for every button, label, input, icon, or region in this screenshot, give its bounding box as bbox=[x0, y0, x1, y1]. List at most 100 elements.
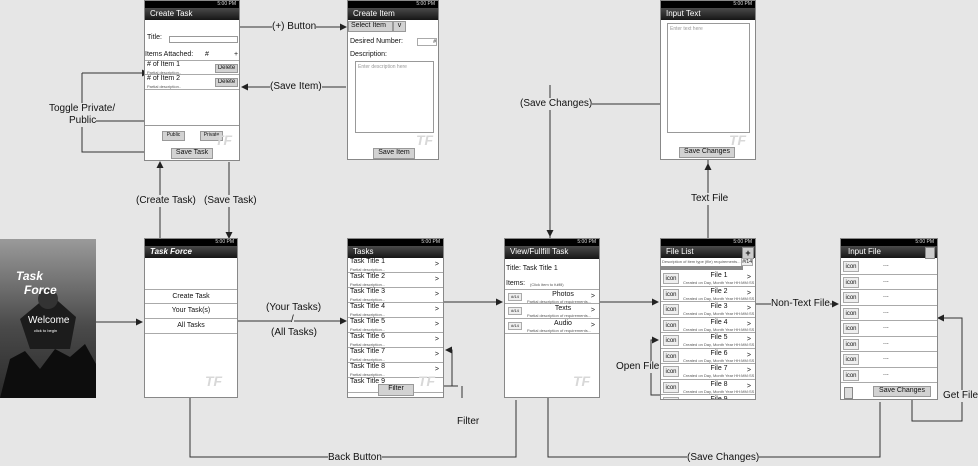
file-name: File 5 bbox=[710, 334, 728, 341]
delete-button[interactable]: Delete bbox=[215, 64, 238, 73]
label-save-task: (Save Task) bbox=[204, 195, 257, 207]
save-item-button[interactable]: Save Item bbox=[373, 148, 415, 159]
items-label: Items: bbox=[506, 280, 526, 287]
public-button[interactable]: Public bbox=[162, 131, 185, 141]
file-type-icon: icon bbox=[843, 307, 859, 319]
menu-item-create-task[interactable]: Create Task bbox=[145, 289, 237, 304]
item-row-audio[interactable]: #/14 Audio Partial description of requir… bbox=[505, 319, 599, 334]
view-task-title-bar: View/Fullfill Task bbox=[505, 246, 599, 259]
file-type-icon: icon bbox=[843, 354, 859, 365]
label-non-text-file: Non-Text File bbox=[771, 298, 830, 310]
attach-icon[interactable] bbox=[925, 247, 935, 259]
file-placeholder: ... bbox=[883, 276, 889, 284]
progress-bar bbox=[661, 266, 743, 270]
splash-click-to-begin[interactable]: click to begin bbox=[34, 328, 58, 333]
file-meta: Created on Day, Month Year HH:MM:SS bbox=[683, 373, 755, 378]
file-type-icon: icon bbox=[843, 338, 859, 350]
save-changes-button[interactable]: Save Changes bbox=[679, 147, 735, 158]
input-text-title-bar: Input Text bbox=[661, 8, 755, 20]
input-file-row[interactable]: icon... bbox=[841, 321, 937, 337]
input-file-row[interactable]: icon... bbox=[841, 306, 937, 321]
description-input[interactable]: Enter description here bbox=[355, 61, 434, 133]
add-item-button[interactable]: + bbox=[234, 51, 239, 58]
add-file-button[interactable]: + bbox=[742, 247, 754, 259]
status-bar: 5:00 PM bbox=[145, 1, 239, 8]
create-task-title-bar: Create Task bbox=[145, 8, 239, 20]
file-type-icon: icon bbox=[663, 335, 679, 346]
select-item-dropdown[interactable]: Select Item bbox=[348, 21, 393, 32]
file-list-screen: 5:00 PM File List + Description of item … bbox=[660, 238, 756, 400]
file-placeholder: ... bbox=[883, 338, 889, 346]
chevron-right-icon: > bbox=[746, 320, 751, 328]
input-file-row[interactable]: icon... bbox=[841, 337, 937, 352]
input-file-row[interactable]: icon... bbox=[841, 352, 937, 368]
input-file-row[interactable]: icon... bbox=[841, 290, 937, 306]
save-changes-button[interactable]: Save Changes bbox=[873, 386, 931, 397]
label-open-file: Open File bbox=[616, 361, 660, 373]
item-row-texts[interactable]: #/14 Texts Partial description of requir… bbox=[505, 304, 599, 319]
desired-number-input[interactable]: # bbox=[417, 38, 437, 46]
chevron-right-icon: > bbox=[746, 336, 751, 343]
input-file-row[interactable]: icon... bbox=[841, 275, 937, 290]
title-input[interactable] bbox=[169, 36, 238, 43]
create-task-screen: 5:00 PM Create Task Title: Items Attache… bbox=[144, 0, 240, 161]
file-count: #/14 bbox=[741, 258, 753, 266]
item-row-photos[interactable]: #/14 Photos Partial description of requi… bbox=[505, 289, 599, 304]
status-bar: 5:00 PM bbox=[145, 239, 237, 246]
menu-item-all-tasks[interactable]: All Tasks bbox=[145, 319, 237, 334]
file-type-icon: icon bbox=[663, 350, 679, 362]
chevron-down-icon[interactable]: v bbox=[393, 21, 406, 32]
file-placeholder: ... bbox=[883, 292, 889, 299]
private-button[interactable]: Private bbox=[200, 131, 223, 141]
save-task-button[interactable]: Save Task bbox=[171, 148, 213, 159]
title-label: Title: bbox=[147, 34, 162, 41]
file-type-icon: icon bbox=[663, 288, 679, 300]
file-name: File 2 bbox=[710, 287, 728, 295]
input-file-row[interactable]: icon... bbox=[841, 368, 937, 383]
attach-icon[interactable] bbox=[844, 387, 853, 399]
items-attached-label: Items Attached: bbox=[145, 51, 194, 58]
delete-button[interactable]: Delete bbox=[215, 78, 238, 87]
input-text-screen: 5:00 PM Input Text Enter text here Save … bbox=[660, 0, 756, 160]
file-type-icon: icon bbox=[843, 261, 859, 272]
watermark-logo: TF bbox=[215, 132, 233, 148]
filter-button[interactable]: Filter bbox=[378, 384, 414, 396]
splash-welcome: Welcome bbox=[28, 315, 70, 326]
input-file-row[interactable]: icon... bbox=[841, 259, 937, 275]
label-toggle-line2: Public bbox=[69, 115, 97, 127]
file-name: File 7 bbox=[710, 365, 728, 372]
file-meta: Created on Day, Month Year HH:MM:SS bbox=[683, 280, 755, 285]
watermark-logo: TF bbox=[418, 373, 436, 389]
file-placeholder: ... bbox=[883, 323, 889, 330]
text-input-area[interactable]: Enter text here bbox=[667, 23, 750, 133]
file-meta: Created on Day, Month Year HH:MM:SS bbox=[683, 342, 755, 347]
label-all-tasks: (All Tasks) bbox=[271, 327, 317, 339]
file-type-icon: icon bbox=[663, 366, 679, 377]
file-name: File 8 bbox=[710, 380, 728, 388]
file-type-icon: icon bbox=[843, 292, 859, 303]
watermark-logo: TF bbox=[573, 373, 591, 389]
menu-item-your-tasks[interactable]: Your Task(s) bbox=[145, 304, 237, 319]
splash-screen[interactable]: Task Force Welcome click to begin bbox=[0, 239, 96, 398]
input-file-title-bar: Input File bbox=[841, 246, 937, 258]
